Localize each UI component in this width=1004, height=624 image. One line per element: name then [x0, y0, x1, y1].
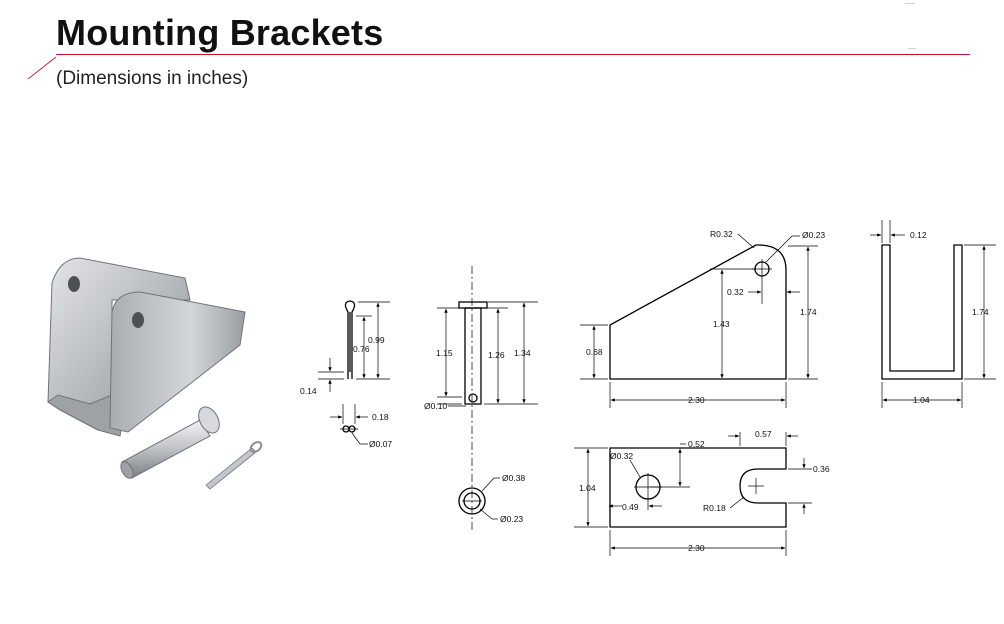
side-dim-height: 1.74 [800, 307, 817, 317]
base-dim-width: 1.04 [579, 483, 596, 493]
side-dim-hole-height: 1.43 [713, 319, 730, 329]
decorative-slash [27, 56, 57, 80]
bracket-base-view [574, 432, 812, 556]
base-dim-slot-x: 0.57 [755, 429, 772, 439]
clevis-dim-pin-dia: Ø0.23 [500, 514, 523, 524]
end-dim-thickness: 0.12 [910, 230, 927, 240]
side-dim-length: 2.30 [688, 395, 705, 405]
base-dim-length: 2.30 [688, 543, 705, 553]
base-dim-slot-w: 0.36 [813, 464, 830, 474]
end-dim-height: 1.74 [972, 307, 989, 317]
clevis-dim-hole-dia: Ø0.10 [424, 401, 447, 411]
clevis-dim-length: 1.34 [514, 348, 531, 358]
clevis-pin-drawing [437, 266, 538, 530]
page-title: Mounting Brackets [56, 12, 384, 53]
clevis-dim-to-hole: 1.15 [436, 348, 453, 358]
side-dim-radius: R0.32 [710, 229, 733, 239]
cotter-dim-wire: Ø0.07 [369, 439, 392, 449]
cotter-dim-length: 0.99 [368, 335, 385, 345]
bracket-end-view [870, 220, 996, 408]
title-underline [56, 54, 970, 55]
cotter-dim-width: 0.18 [372, 412, 389, 422]
cotter-dim-leg: 0.76 [353, 344, 370, 354]
cotter-pin-drawing [318, 300, 390, 445]
side-dim-front: 0.68 [586, 347, 603, 357]
cotter-dim-head: 0.14 [300, 386, 317, 396]
page-subtitle: (Dimensions in inches) [56, 68, 249, 89]
clevis-dim-head-dia: Ø0.38 [502, 473, 525, 483]
base-dim-hole-x: 0.49 [622, 502, 639, 512]
side-dim-hole: Ø0.23 [802, 230, 825, 240]
bracket-photo [47, 257, 263, 490]
corner-mark [905, 3, 915, 4]
side-dim-hole-offset: 0.32 [727, 287, 744, 297]
clevis-dim-shank: 1.26 [488, 350, 505, 360]
bracket-side-view [580, 233, 818, 408]
base-dim-hole-y: 0.52 [688, 439, 705, 449]
corner-mark [908, 48, 916, 49]
base-dim-slot-r: R0.18 [703, 503, 726, 513]
end-dim-width: 1.04 [913, 395, 930, 405]
base-dim-hole: Ø0.32 [610, 451, 633, 461]
